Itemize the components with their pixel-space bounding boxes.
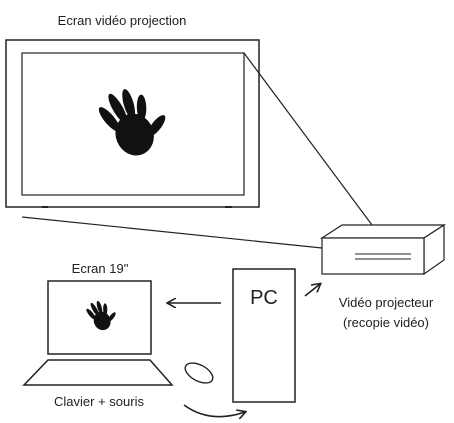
keyboard-to-pc-arrow (183, 404, 245, 417)
projection-screen-frame (5, 39, 260, 208)
projection-beam-top (243, 52, 373, 226)
pc-tower (232, 268, 296, 403)
pc-label: PC (250, 287, 278, 309)
projection-beam-bottom (21, 216, 323, 249)
projection-screen-label: Ecran vidéo projection (58, 13, 187, 28)
hand-icon (91, 76, 178, 165)
pc-to-projector-arrow (304, 284, 320, 297)
mouse (184, 362, 214, 384)
monitor-label: Ecran 19" (72, 261, 129, 276)
projector-sublabel: (recopie vidéo) (343, 315, 429, 330)
projector-label: Vidéo projecteur (339, 295, 434, 310)
keyboard (22, 359, 174, 386)
keyboard-mouse-label: Clavier + souris (54, 394, 144, 409)
projection-screen-surface (21, 52, 245, 196)
video-projector (319, 223, 447, 276)
